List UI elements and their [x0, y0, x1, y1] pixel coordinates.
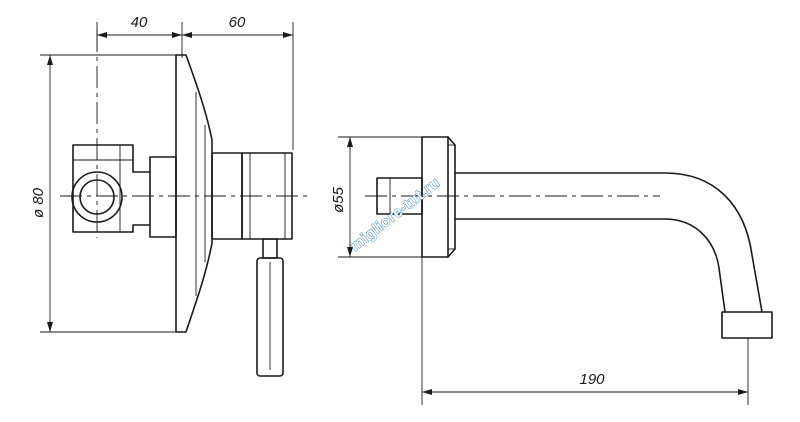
spout-view	[365, 136, 773, 339]
dim-190-label: 190	[579, 371, 605, 388]
spout-tube	[454, 172, 763, 313]
dimension-lines	[40, 22, 749, 405]
dim-40-label: 40	[131, 14, 148, 31]
dim-60-label: 60	[229, 14, 246, 31]
lever-stem	[262, 238, 278, 259]
dim-diameter-80-label: ø 80	[30, 187, 47, 218]
aerator	[721, 311, 773, 339]
wall-flange	[175, 54, 213, 333]
body-block	[149, 156, 177, 238]
dim-diameter-55-label: ø55	[330, 186, 347, 213]
watermark-text: migliore-tut.ru	[347, 174, 443, 255]
mixer-body-view	[60, 30, 310, 377]
